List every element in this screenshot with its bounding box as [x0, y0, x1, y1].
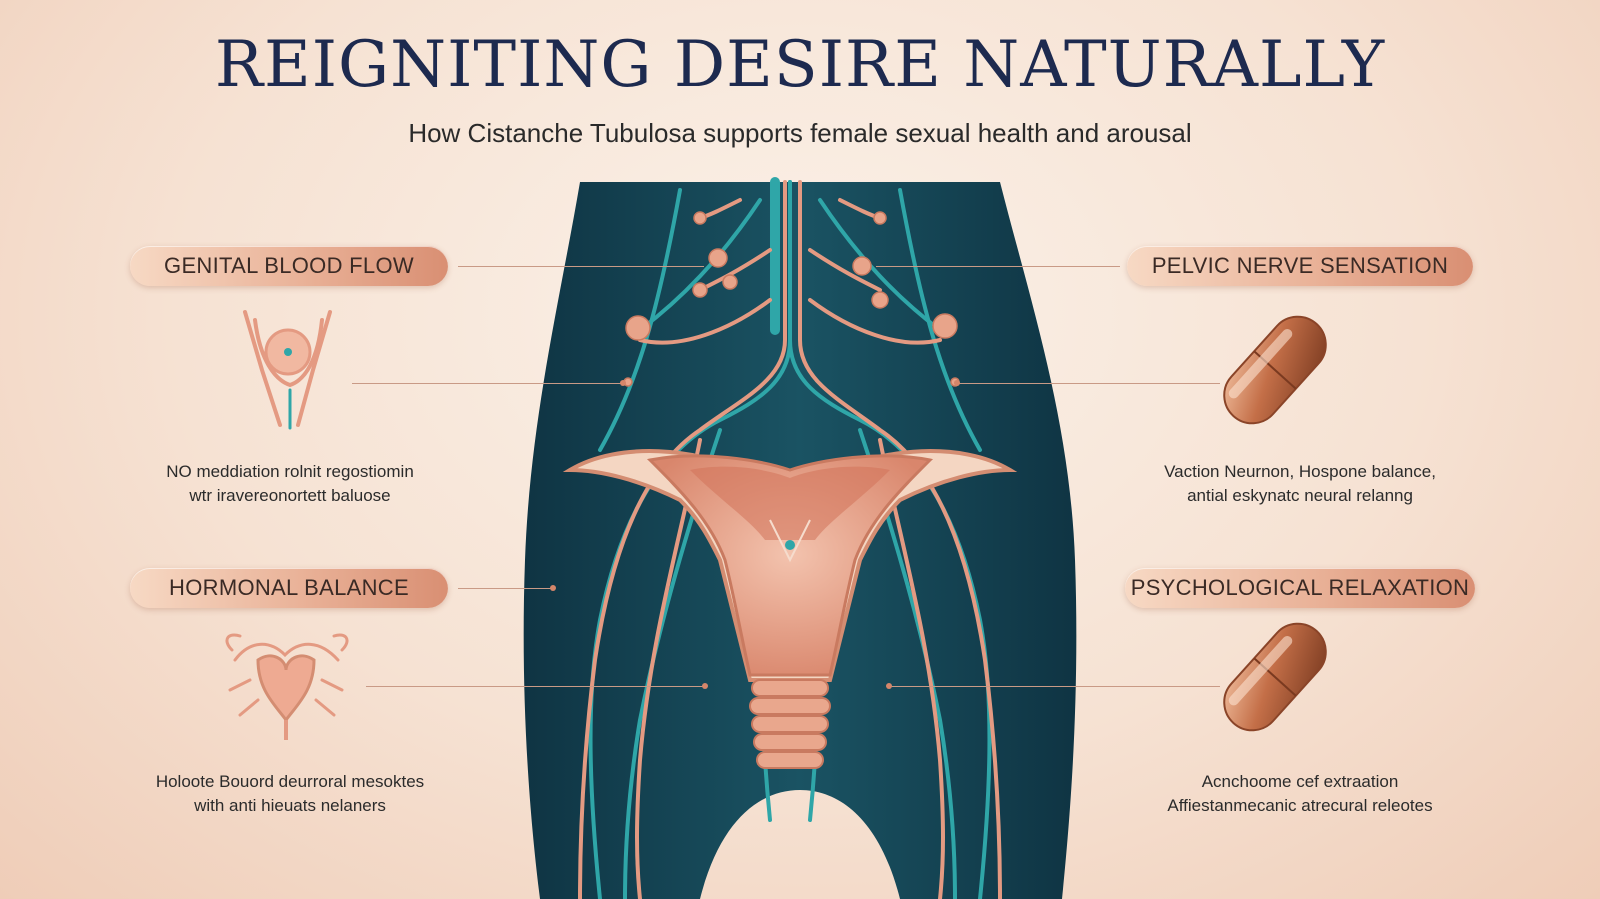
label-pelvic-nerve-sensation: PELVIC NERVE SENSATION [1127, 246, 1473, 286]
capsule-icon-bottom [1223, 622, 1327, 732]
connector-line [458, 266, 704, 267]
desc-line: NO meddiation rolnit regostiomin [166, 462, 414, 481]
desc-line: with anti hieuats nelaners [194, 796, 386, 815]
connector-line [876, 266, 1120, 267]
label-genital-blood-flow: GENITAL BLOOD FLOW [130, 246, 448, 286]
desc-genital-blood-flow: NO meddiation rolnit regostiomin wtr ira… [110, 460, 470, 508]
nerve-nodes [623, 211, 960, 387]
desc-line: Acnchoome cef extraation [1201, 772, 1399, 791]
connector-line [366, 686, 706, 687]
desc-line: Vaction Neurnon, Hospone balance, [1164, 462, 1436, 481]
desc-psychological-relaxation: Acnchoome cef extraation Affiestanmecani… [1110, 770, 1490, 818]
blood-flow-icon [243, 310, 332, 430]
connector-line [890, 686, 1220, 687]
capsule-icon-top [1223, 315, 1327, 425]
label-hormonal-balance: HORMONAL BALANCE [130, 568, 448, 608]
connector-line [458, 588, 554, 589]
desc-pelvic-nerve-sensation: Vaction Neurnon, Hospone balance, antial… [1110, 460, 1490, 508]
connector-dot [954, 380, 960, 386]
connector-line [352, 383, 624, 384]
uterus-illustration [562, 449, 1018, 769]
label-psychological-relaxation: PSYCHOLOGICAL RELAXATION [1125, 568, 1475, 608]
page-title: REIGNITING DESIRE NATURALLY [214, 28, 1386, 102]
connector-dot [620, 380, 626, 386]
connector-dot [702, 683, 708, 689]
desc-line: Holoote Bouord deurroral mesoktes [155, 772, 425, 791]
hormonal-balance-icon [225, 633, 349, 717]
desc-line: Affiestanmecanic atrecural releotes [1167, 796, 1433, 815]
connector-line [958, 383, 1220, 384]
connector-dot [886, 683, 892, 689]
page-subtitle: How Cistanche Tubulosa supports female s… [408, 118, 1192, 148]
desc-line: antial eskynatc neural relanng [1187, 486, 1413, 505]
desc-hormonal-balance: Holoote Bouord deurroral mesoktes with a… [100, 770, 480, 818]
connector-dot [550, 585, 556, 591]
desc-line: wtr iravereonortett baluose [189, 486, 391, 505]
